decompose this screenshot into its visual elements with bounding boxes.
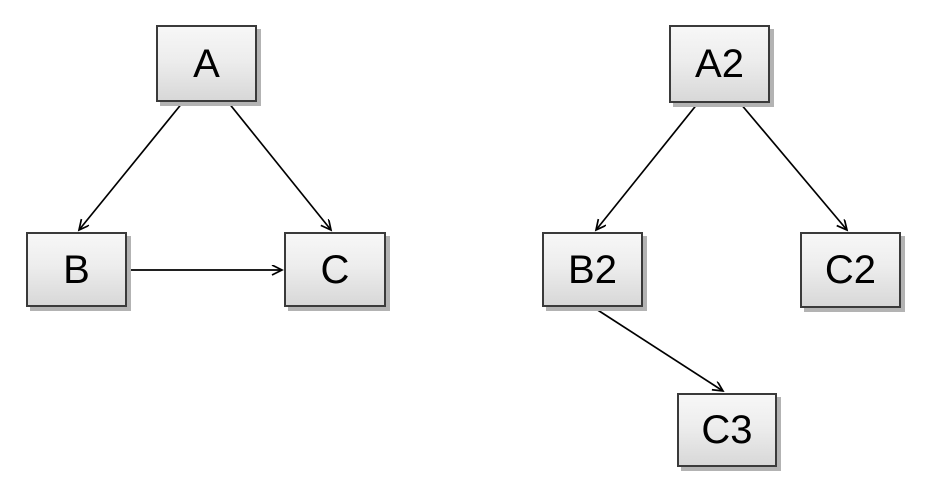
node-B2: B2 [542, 232, 643, 307]
node-A: A [156, 25, 257, 102]
node-C3: C3 [677, 393, 777, 467]
node-C: C [284, 232, 386, 307]
edge-B2-C3 [592, 306, 723, 391]
node-label: C [320, 247, 350, 292]
node-C2: C2 [800, 232, 901, 308]
node-label: C2 [824, 248, 877, 292]
edge-A-B [79, 101, 184, 230]
node-B: B [26, 232, 127, 307]
edge-A-C [227, 101, 331, 230]
node-label: A2 [695, 42, 744, 86]
node-label: C3 [701, 408, 753, 452]
edge-A2-C2 [739, 102, 847, 230]
node-label: A [193, 41, 220, 86]
node-label: B [63, 247, 90, 292]
node-label: B2 [568, 247, 617, 292]
edge-A2-B2 [596, 102, 699, 230]
node-A2: A2 [669, 25, 770, 103]
